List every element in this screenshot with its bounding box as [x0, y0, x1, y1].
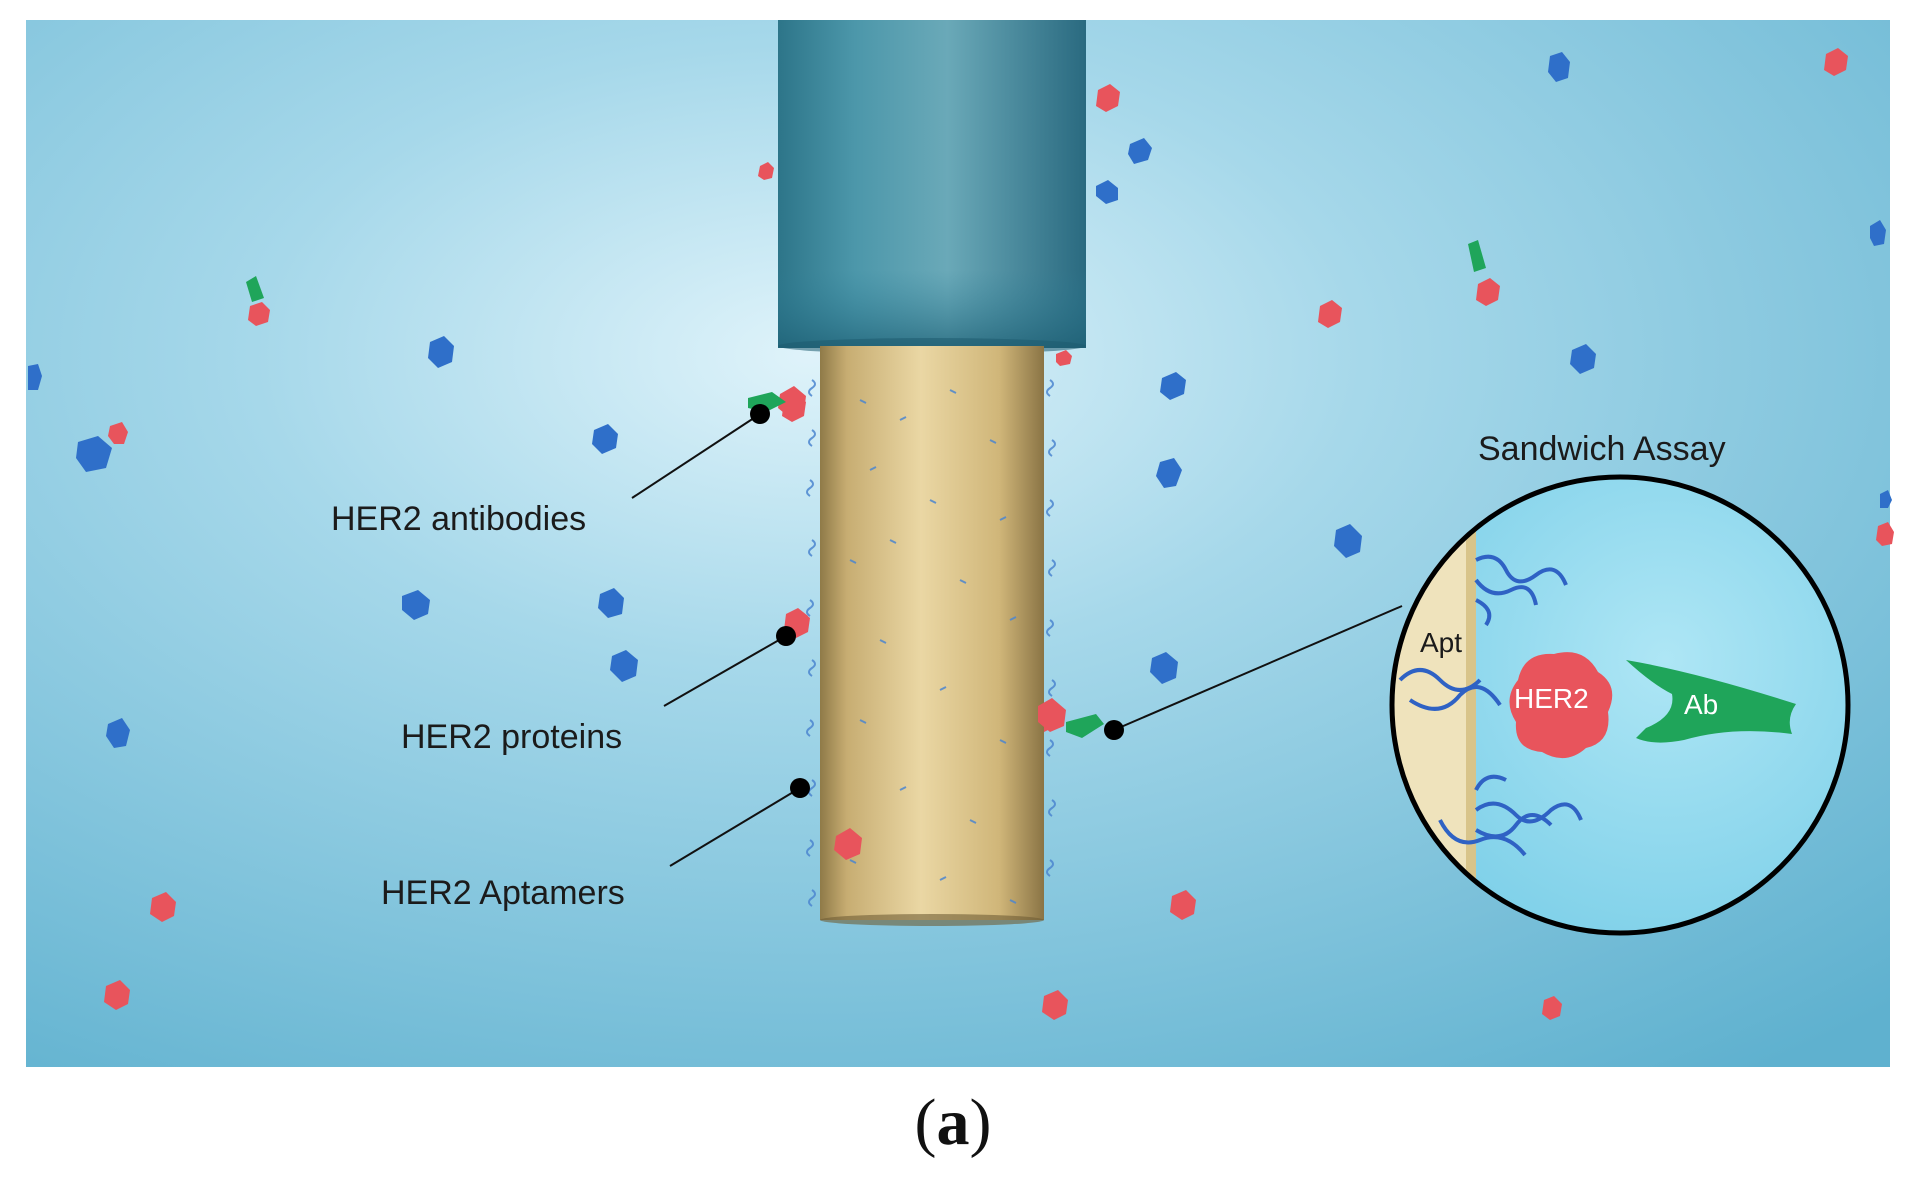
other-protein: [598, 588, 624, 618]
her2-protein: [104, 980, 130, 1010]
her2-protein: [248, 302, 270, 326]
leader-dots: [750, 404, 1124, 798]
other-protein: [1870, 220, 1886, 246]
her2-protein: [150, 892, 176, 922]
her2-protein: [1170, 890, 1196, 920]
other-protein: [592, 424, 618, 454]
her2-protein: [1096, 84, 1120, 112]
other-protein: [402, 590, 430, 620]
her2-protein: [758, 162, 774, 180]
other-protein: [1128, 138, 1152, 164]
other-protein: [106, 718, 130, 748]
her2-protein: [1824, 48, 1848, 76]
bound-proteins: [748, 386, 1104, 860]
her2-protein: [1542, 996, 1562, 1020]
caption-open: (: [914, 1086, 937, 1159]
inset-antibody: [1626, 660, 1796, 743]
caption-letter: a: [936, 1086, 970, 1159]
aptamer-coating: [806, 379, 1056, 907]
other-protein: [28, 364, 42, 390]
inset-leader: [1113, 605, 1403, 731]
other-protein: [1334, 524, 1362, 558]
leader-lines: [631, 413, 1403, 867]
gold-fiber: [820, 346, 1044, 926]
other-protein: [1570, 344, 1596, 374]
other-protein: [1548, 52, 1570, 82]
her2-protein: [108, 422, 128, 444]
her2-protein: [1476, 278, 1500, 306]
other-protein: [76, 436, 112, 472]
aptamers-leader: [669, 787, 801, 867]
other-protein: [428, 336, 454, 368]
label-her2-antibodies: HER2 antibodies: [331, 500, 586, 538]
free-antibody-complex: [246, 240, 1486, 302]
panel-caption: (a): [0, 1085, 1906, 1161]
her2-protein: [1318, 300, 1342, 328]
label-her2-aptamers: HER2 Aptamers: [381, 874, 625, 912]
her2-protein: [1876, 522, 1894, 546]
inset-label-ab: Ab: [1684, 689, 1718, 720]
her2-protein: [1056, 350, 1072, 366]
her2-protein: [1042, 990, 1068, 1020]
inset-label-her2: HER2: [1514, 683, 1589, 714]
other-protein: [1160, 372, 1186, 400]
inset-label-apt: Apt: [1420, 627, 1462, 658]
probe-sheath: [778, 20, 1086, 354]
proteins-leader: [663, 635, 787, 707]
inset-title: Sandwich Assay: [1478, 430, 1726, 468]
other-protein: [1880, 490, 1892, 508]
other-protein: [610, 650, 638, 682]
inset-her2-protein: [1509, 652, 1613, 759]
inset-aptamers: [1398, 554, 1583, 857]
caption-close: ): [969, 1086, 992, 1159]
other-protein: [1096, 180, 1118, 204]
label-her2-proteins: HER2 proteins: [401, 718, 622, 756]
other-protein: [1156, 458, 1182, 488]
antibodies-leader: [631, 413, 761, 499]
other-protein: [1150, 652, 1178, 684]
